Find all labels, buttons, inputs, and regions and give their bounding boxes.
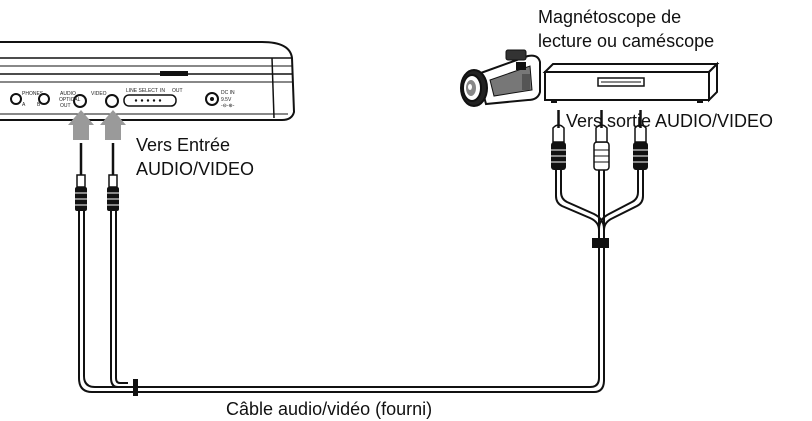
video-label: VIDEO [91,91,107,97]
audio-minijack-plug [75,143,87,211]
line-select-out-label: OUT [172,88,183,94]
phones-a-label: A [22,102,26,108]
audio-input-arrow [68,110,94,140]
av-cable [78,211,605,393]
player-input-label-line1: Vers Entrée [136,135,231,155]
audio-label: AUDIO [60,91,76,97]
rca-plug-left [551,110,566,170]
portable-dvd-player: PHONES A B AUDIO OPTICAL OUT VIDEO LINE … [0,41,296,121]
input-arrows [68,110,126,140]
dc-voltage-label: 9.5V [221,97,232,103]
rca-plug-right [633,110,648,170]
video-minijack-plug [107,143,119,211]
rca-plug-center [593,110,610,171]
cable-junction-right [592,238,609,248]
rca-branches [555,170,644,238]
optical-label: OPTICAL [59,97,81,103]
source-device-label-line2: lecture ou caméscope [538,31,715,51]
cable-label: Câble audio/vidéo (fourni) [226,399,433,419]
audio-jack [73,94,87,108]
dc-in-label: DC IN [221,90,235,96]
svg-text:-⊖-⊕-: -⊖-⊕- [221,103,235,109]
video-input-arrow [100,110,126,140]
line-select-switch [123,94,177,107]
phones-b-jack [38,93,50,105]
vcr-icon [542,61,720,103]
video-jack [105,94,119,108]
optical-out-label: OUT [60,103,71,109]
line-select-in-label: IN [160,88,165,94]
source-device-label-line1: Magnétoscope de [538,7,682,27]
player-input-label-line2: AUDIO/VIDEO [136,159,255,179]
phones-a-jack [10,93,22,105]
camcorder-icon [460,49,541,107]
cable-junction-left [133,379,138,396]
source-output-label: Vers sortie AUDIO/VIDEO [566,111,774,131]
line-select-label: LINE SELECT [126,88,158,94]
phones-label: PHONES [22,91,44,97]
phones-b-label: B [37,102,41,108]
